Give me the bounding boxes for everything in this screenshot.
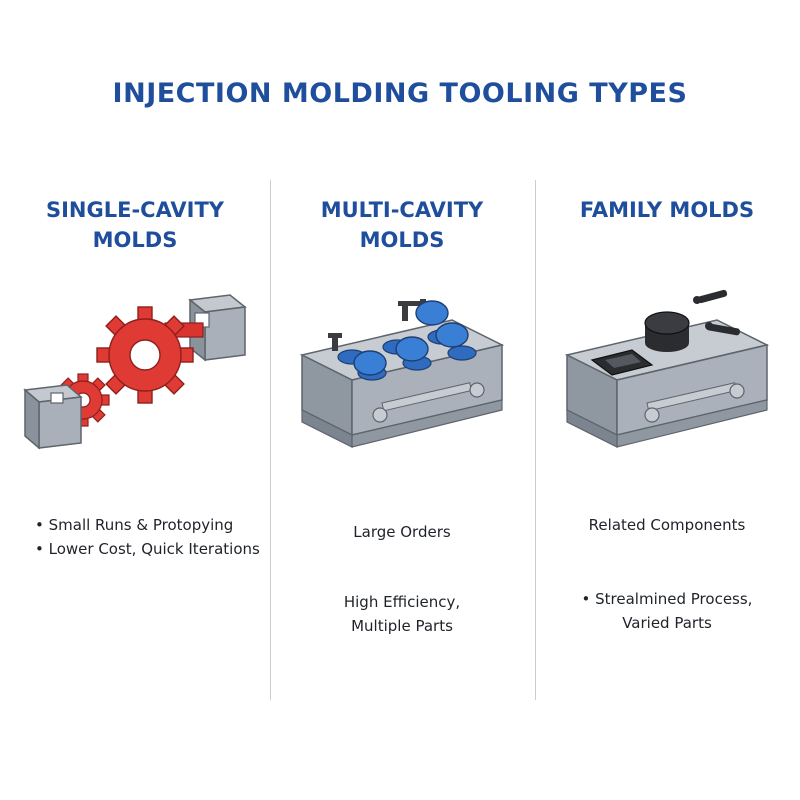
column-title-multi-cavity: MULTI-CAVITY MOLDS (272, 195, 532, 255)
bullet-item: High Efficiency, (343, 593, 461, 611)
column-title-line2: MOLDS (359, 228, 445, 252)
column-divider-left (270, 180, 271, 700)
bullet-item: • Strealmined Process, (581, 590, 753, 608)
left-mold-block (23, 384, 83, 450)
column-title-line1: SINGLE-CAVITY (45, 198, 225, 222)
column-family-molds: FAMILY MOLDS Related Components (537, 195, 797, 632)
page-title: INJECTION MOLDING TOOLING TYPES (112, 78, 688, 109)
bullet-item: Large Orders (353, 523, 451, 541)
bullet-item: Multiple Parts (351, 617, 453, 635)
rectangular-part-icon (590, 349, 654, 376)
multi-cavity-mold-illustration (299, 299, 505, 448)
bullet-item: Related Components (588, 516, 746, 534)
column-title-family-molds: FAMILY MOLDS (537, 195, 797, 225)
large-gear-icon (96, 306, 194, 404)
column-title-line1: FAMILY MOLDS (579, 198, 755, 222)
family-molds-bullets: Related Components • Strealmined Process… (537, 513, 797, 635)
link-arm-icon (693, 289, 741, 336)
single-cavity-bullets: • Small Runs & Protopying • Lower Cost, … (5, 513, 265, 561)
bullet-item: Varied Parts (622, 614, 712, 632)
molded-part-icon (353, 300, 469, 376)
column-title-line2: MOLDS (92, 228, 178, 252)
bullet-item: • Small Runs & Protopying (35, 516, 234, 534)
knob-part-icon (644, 311, 690, 352)
single-cavity-gear-mold-illustration (23, 294, 247, 450)
column-multi-cavity: MULTI-CAVITY MOLDS (272, 195, 532, 635)
bullet-item: • Lower Cost, Quick Iterations (35, 540, 260, 558)
multi-cavity-bullets: Large Orders High Efficiency, Multiple P… (272, 520, 532, 638)
column-divider-right (535, 180, 536, 700)
column-single-cavity: SINGLE-CAVITY MOLDS (5, 195, 265, 558)
column-title-line1: MULTI-CAVITY (320, 198, 484, 222)
family-mold-illustration (564, 289, 770, 448)
column-title-single-cavity: SINGLE-CAVITY MOLDS (5, 195, 265, 255)
